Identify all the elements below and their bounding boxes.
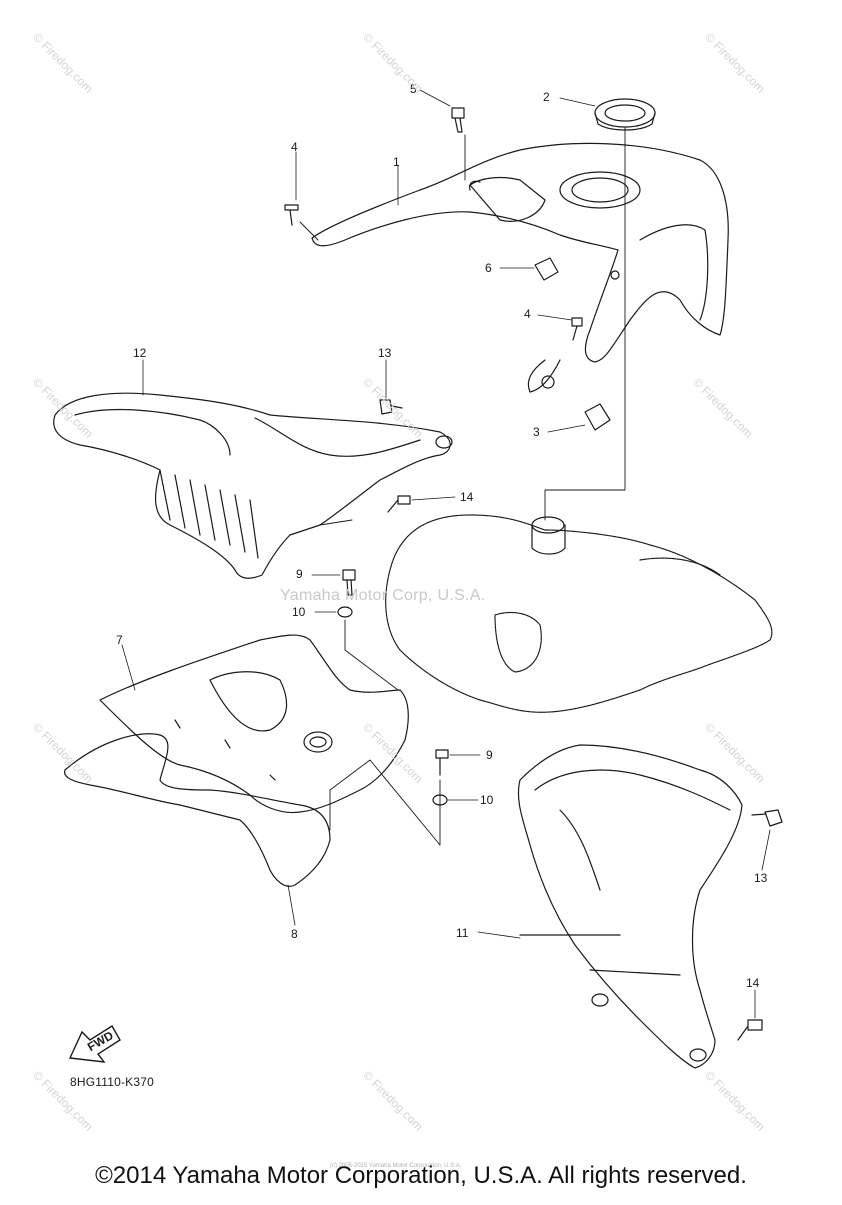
part-2-grommet: [594, 98, 656, 128]
callout-10-lower: 10: [480, 793, 494, 807]
part-9-bolt-lower: [435, 749, 449, 776]
callout-14-upper: 14: [460, 490, 474, 504]
small-print: (c) 2005-2015 Yamaha Motor Corporation, …: [330, 1163, 462, 1169]
part-13-bolt-upper: [379, 399, 403, 415]
part-14-bolt-upper: [387, 495, 411, 513]
callout-7: 7: [116, 633, 123, 647]
callout-12: 12: [133, 346, 147, 360]
part-1-tank-cover: [311, 142, 729, 363]
part-6-clip: [534, 257, 559, 281]
part-4-screw-lower: [571, 317, 583, 341]
callout-10-upper: 10: [292, 605, 306, 619]
part-10-washer-upper: [337, 606, 353, 618]
callout-5: 5: [410, 82, 417, 96]
fwd-arrow-icon: [68, 1025, 121, 1063]
center-watermark: Yamaha Motor Corp, U.S.A.: [280, 587, 486, 604]
callout-13-lower: 13: [754, 871, 768, 885]
part-12-side-cover-left: [53, 392, 451, 579]
fuel-tank: [385, 514, 773, 713]
part-5-bolt: [451, 107, 465, 133]
callout-13-upper: 13: [378, 346, 392, 360]
part-4-screw-upper: [284, 204, 299, 226]
callout-9-upper: 9: [296, 567, 303, 581]
callout-8: 8: [291, 927, 298, 941]
callout-4-upper: 4: [291, 140, 298, 154]
copyright-notice: ©2014 Yamaha Motor Corporation, U.S.A. A…: [95, 1162, 747, 1189]
callout-4-lower: 4: [524, 307, 531, 321]
part-14-bolt-lower: [737, 1019, 763, 1041]
part-7-front-cover: [99, 634, 409, 814]
callout-1: 1: [393, 155, 400, 169]
part-code: 8HG1110-K370: [70, 1075, 155, 1089]
callout-9-lower: 9: [486, 748, 493, 762]
part-3-clip: [584, 403, 611, 431]
callout-11: 11: [456, 926, 469, 940]
callouts: 2 5 1 4 6 4 3 12 13 14 9 10 7 9 10 8 11 …: [116, 82, 768, 990]
part-13-bolt-lower: [751, 809, 783, 827]
callout-6: 6: [485, 261, 492, 275]
callout-14-lower: 14: [746, 976, 760, 990]
part-8-lower-panel: [64, 733, 331, 887]
part-11-side-cover-right: [517, 744, 743, 1069]
part-10-washer-lower: [432, 794, 448, 806]
callout-2: 2: [543, 90, 550, 104]
part-9-bolt-upper: [342, 569, 356, 596]
callout-3: 3: [533, 425, 540, 439]
